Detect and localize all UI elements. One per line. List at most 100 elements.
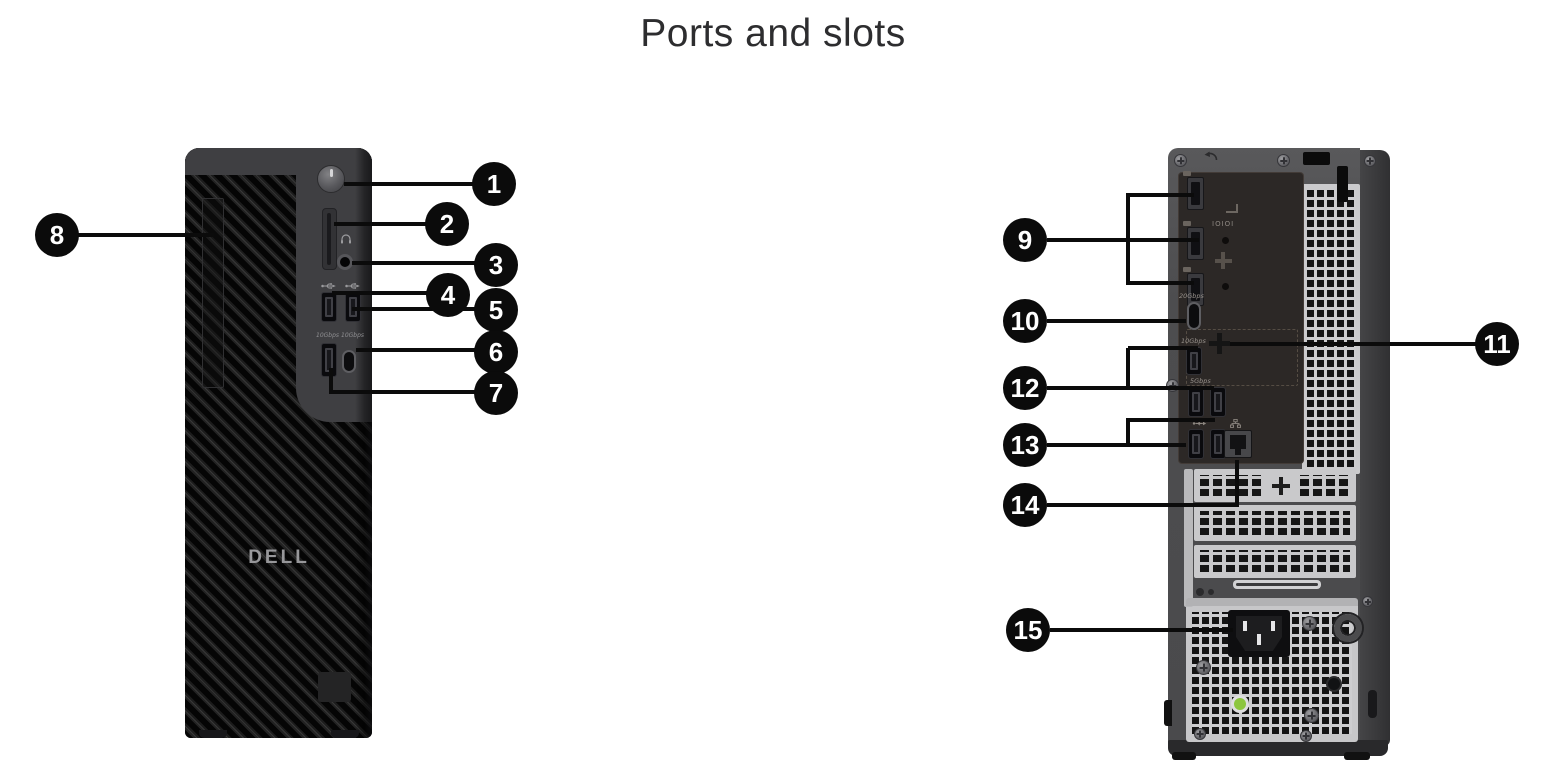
rear-usb-a-10g-port <box>1186 347 1202 375</box>
slot-cover-vents <box>1200 511 1350 535</box>
usb-smartpower-icon <box>1192 421 1207 426</box>
callout-line-9-bottom <box>1128 281 1194 285</box>
callout-5-usb-port: 5 <box>474 288 518 332</box>
front-usbc-speed-label: 10Gbps <box>341 332 365 339</box>
security-slot <box>1303 152 1330 165</box>
rear-foot <box>1164 700 1172 726</box>
dell-logo: DELL <box>248 547 310 568</box>
dp-logo-icon <box>1183 221 1191 226</box>
chassis-screw <box>1277 154 1290 167</box>
psu-status-led <box>1234 698 1246 710</box>
dp-logo-icon <box>1183 171 1191 176</box>
callout-15-power-connector: 15 <box>1006 608 1050 652</box>
rear-displayport-2 <box>1187 227 1204 260</box>
release-latch-arrow-icon <box>1204 151 1218 161</box>
callout-9-displayports: 9 <box>1003 218 1047 262</box>
knockout-hole <box>1222 237 1229 244</box>
chassis-screw <box>1174 154 1187 167</box>
rear-foot <box>1344 752 1370 760</box>
callout-3-audio-jack: 3 <box>474 243 518 287</box>
callout-12-usb-ports: 12 <box>1003 366 1047 410</box>
callout-2-sd-card-slot: 2 <box>425 202 469 246</box>
vent-grille <box>1307 190 1356 467</box>
knockout-cross-mark <box>1221 252 1225 269</box>
callout-line-12-top <box>1128 346 1198 350</box>
audio-jack <box>337 254 353 270</box>
knockout-hole <box>1196 588 1204 596</box>
psu-screw <box>1194 728 1206 740</box>
headset-icon <box>341 234 351 244</box>
callout-6-usb-c-port: 6 <box>474 330 518 374</box>
callout-7-usb-port: 7 <box>474 371 518 415</box>
front-foot <box>331 730 359 738</box>
rear-base <box>1168 740 1388 756</box>
usb-powershare-icon <box>345 283 360 289</box>
callout-line-12-bracket <box>1126 348 1130 390</box>
optional-port-cross-mark <box>1217 333 1222 354</box>
callout-line-14 <box>1047 503 1239 507</box>
callout-13-usb-ports: 13 <box>1003 423 1047 467</box>
network-icon <box>1230 419 1241 428</box>
slot-cover-vents <box>1200 475 1262 496</box>
panel-corner-mark <box>1226 204 1238 213</box>
callout-line-12 <box>1047 386 1214 390</box>
side-vent-slot <box>1368 690 1377 718</box>
callout-line-1 <box>344 182 474 186</box>
rear-usb-a-smartpower-port-1 <box>1188 429 1204 459</box>
callout-1-power-button: 1 <box>472 162 516 206</box>
front-usb-speed-label: 10Gbps <box>316 332 340 339</box>
power-button-glyph-icon <box>330 169 333 177</box>
psu-bracket <box>1186 598 1358 606</box>
psu-screw <box>1300 730 1312 742</box>
ethernet-port <box>1224 430 1252 458</box>
slot-latch-bar <box>1233 580 1321 589</box>
callout-8-optical-drive: 8 <box>35 213 79 257</box>
power-connector <box>1228 610 1290 657</box>
slot-cover-vents <box>1200 550 1350 572</box>
callout-line-15 <box>1050 628 1233 632</box>
callout-14-ethernet-port: 14 <box>1003 483 1047 527</box>
slot-cover-vents <box>1300 475 1350 496</box>
front-usb-c-port <box>342 350 356 373</box>
expansion-slot-rail <box>1184 469 1193 607</box>
front-tower-view: DELL <box>185 148 372 738</box>
callout-line-5 <box>352 307 476 311</box>
callout-line-13-top <box>1128 418 1215 422</box>
callout-line-13 <box>1047 443 1186 447</box>
front-usb-a-port-1 <box>321 292 337 322</box>
callout-line-11 <box>1230 342 1476 346</box>
callout-11-optional-port: 11 <box>1475 322 1519 366</box>
knockout-hole <box>1208 589 1214 595</box>
callout-line-9 <box>1047 238 1199 242</box>
callout-line-7-vertical <box>329 368 333 394</box>
psu-screw <box>1302 616 1317 631</box>
serial-port-label: IOIOI <box>1212 220 1235 228</box>
sd-card-slot <box>322 208 337 270</box>
rear-usb5-speed-label: 5Gbps <box>1190 377 1211 385</box>
callout-line-2 <box>334 222 427 226</box>
chassis-screw <box>1362 596 1373 607</box>
chassis-screw <box>1364 155 1376 167</box>
rear-usb-a-5g-port-1 <box>1188 387 1204 417</box>
callout-line-9-top <box>1128 193 1194 197</box>
callout-line-14-vertical <box>1235 460 1239 507</box>
dp-logo-icon <box>1183 267 1191 272</box>
callout-line-6 <box>356 348 476 352</box>
callout-line-4 <box>332 291 428 295</box>
psu-screw <box>1196 660 1211 675</box>
padlock-ring <box>1334 614 1362 642</box>
cover-release-slot <box>1337 166 1348 202</box>
callout-line-7 <box>329 390 476 394</box>
rear-usbc-speed-label: 20Gbps <box>1179 292 1204 300</box>
rear-side-panel <box>1360 150 1390 746</box>
page-title: Ports and slots <box>640 12 906 55</box>
callout-10-usb-c-port: 10 <box>1003 299 1047 343</box>
callout-line-9-bracket <box>1126 193 1130 285</box>
rear-displayport-3 <box>1187 273 1204 306</box>
callout-line-10 <box>1047 319 1186 323</box>
rear-foot <box>1172 752 1196 760</box>
psu-screw <box>1304 708 1319 723</box>
callout-line-3 <box>352 261 476 265</box>
rear-usb-c-port <box>1187 302 1201 330</box>
